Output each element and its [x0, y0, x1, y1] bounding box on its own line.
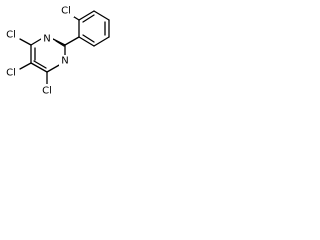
n3-atom-label: N	[43, 34, 50, 45]
structure-canvas: N N Cl Cl Cl Cl	[0, 0, 117, 102]
bond-c6-c5-double	[33, 60, 47, 69]
cl5-label-bg	[3, 66, 19, 79]
bond-aryl-5-6	[93, 36, 110, 47]
bond-n3-c2	[52, 38, 66, 46]
n1-atom-label: N	[61, 56, 68, 67]
bond-c6-c5	[30, 62, 48, 73]
bond-n3-c2-double	[55, 40, 65, 47]
bond-c4-cl	[19, 38, 32, 46]
cl-ortho-label-bg	[58, 4, 74, 17]
cl4-atom-label: Cl	[6, 30, 16, 41]
cl6-label-bg	[39, 84, 55, 97]
bond-n1-c6	[46, 63, 62, 73]
cl-ortho-atom-label: Cl	[61, 6, 71, 17]
n1-label-bg	[59, 55, 71, 67]
cl4-label-bg	[3, 28, 19, 41]
bond-aryl-6-1-double	[82, 34, 95, 43]
cl5-atom-label: Cl	[6, 68, 16, 79]
cl6-atom-label: Cl	[42, 86, 52, 97]
bond-c4-n3	[30, 38, 42, 46]
bond-aryl-2-3	[78, 10, 95, 21]
n3-label-bg	[41, 33, 53, 45]
bond-c2-aryl	[64, 36, 80, 46]
molecule-structure: N N Cl Cl Cl Cl	[3, 4, 110, 97]
bond-aryl-2-3-double	[82, 14, 95, 23]
bond-c5-cl	[19, 62, 32, 70]
bond-aryl-3-4	[93, 10, 110, 21]
bond-aryl-6-1	[78, 36, 95, 47]
